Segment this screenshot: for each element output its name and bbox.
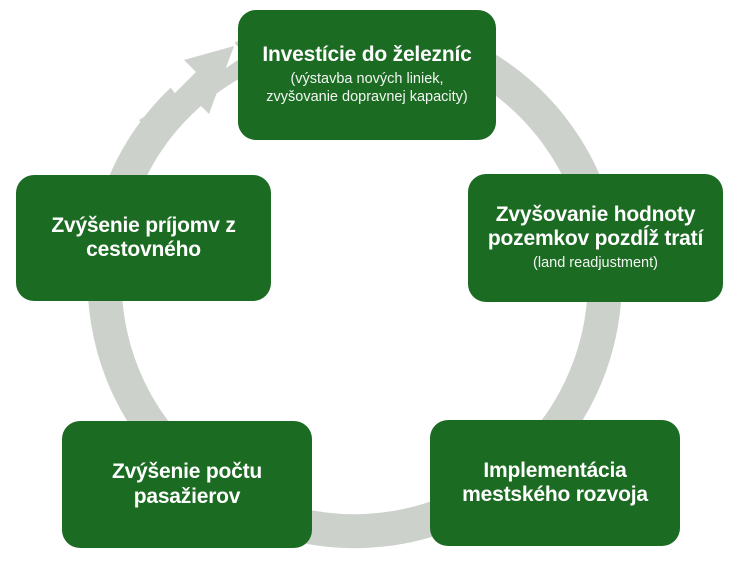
node-passengers-title-line1: Zvýšenie počtu [111, 460, 263, 484]
node-landvalue[interactable]: Zvyšovanie hodnoty pozemkov pozdĺž tratí… [468, 174, 723, 302]
node-investment-subtitle-line1: (výstavba nových liniek, [290, 71, 444, 88]
node-landvalue-subtitle: (land readjustment) [533, 255, 658, 272]
cycle-arrowhead-icon [139, 46, 234, 136]
node-urbandev-title-line1: Implementácia [483, 458, 627, 482]
node-urbandev-title-line2: mestského rozvoja [462, 483, 648, 506]
node-investment-title: Investície do železníc [262, 42, 472, 66]
node-revenue-title-line2: cestovného [86, 238, 201, 261]
node-revenue-title-line1: Zvýšenie príjomv z [51, 213, 236, 237]
node-urbandev[interactable]: Implementácia mestského rozvoja [430, 420, 680, 546]
node-landvalue-title-line2: pozemkov pozdĺž tratí [487, 227, 704, 251]
node-investment-subtitle-line2: zvyšovanie dopravnej kapacity) [266, 89, 468, 106]
node-passengers-title-line2: pasažierov [133, 484, 241, 508]
node-passengers[interactable]: Zvýšenie počtu pasažierov [62, 421, 312, 548]
node-revenue[interactable]: Zvýšenie príjomv z cestovného [16, 175, 271, 301]
node-landvalue-title-line1: Zvyšovanie hodnoty [495, 202, 696, 226]
node-investment[interactable]: Investície do železníc (výstavba nových … [238, 10, 496, 140]
